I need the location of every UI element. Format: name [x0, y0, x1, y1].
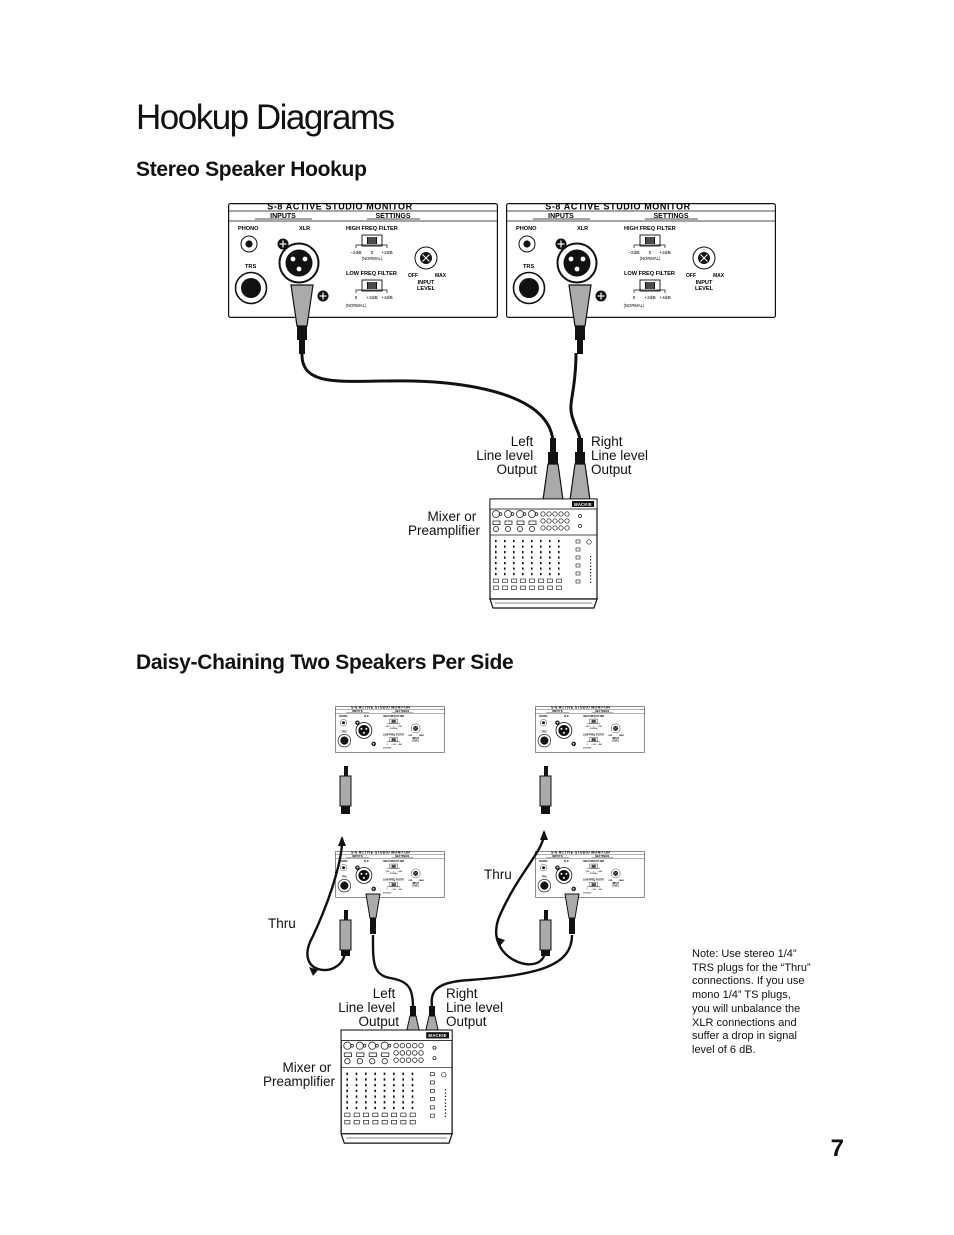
- section-title-daisy-chain: Daisy-Chaining Two Speakers Per Side: [136, 651, 514, 674]
- xlr-plug-left-monitor: [290, 284, 314, 354]
- note-line: suffer a drop in signal: [692, 1030, 797, 1043]
- cable-right: [569, 352, 582, 441]
- note-line: connections. If you use: [692, 975, 805, 988]
- note-line: Note: Use stereo 1/4”: [692, 948, 797, 960]
- monitor-left-upper: [334, 705, 446, 754]
- monitor-right-lower: [534, 850, 646, 899]
- cable-right-output: [430, 934, 574, 1009]
- monitor-right: [505, 200, 777, 319]
- mixer-stereo: [489, 498, 598, 609]
- note-line: level of 6 dB.: [692, 1043, 756, 1056]
- label-mixer-or-preamplifier: Mixer or Preamplifier: [408, 509, 481, 538]
- label-thru-right: Thru: [484, 867, 512, 882]
- section-title-stereo: Stereo Speaker Hookup: [136, 158, 367, 181]
- monitor-left-lower: [334, 850, 446, 899]
- label-thru-left: Thru: [268, 916, 296, 931]
- note-trs-plugs: Note: Use stereo 1/4” TRS plugs for the …: [692, 948, 827, 1058]
- label-right-line-level-output-2: Right Line level Output: [446, 986, 507, 1029]
- page-number: 7: [830, 1135, 844, 1162]
- plug-right-output: [569, 438, 591, 501]
- cable-left: [300, 352, 555, 441]
- monitor-left: [227, 200, 499, 319]
- label-mixer-or-preamplifier-2: Mixer or Preamplifier: [263, 1060, 336, 1089]
- label-left-line-level-output: Left Line level Output: [476, 434, 537, 477]
- mixer-daisy-chain: [340, 1029, 453, 1144]
- thru-cable-right: [495, 831, 547, 966]
- label-left-line-level-output-2: Left Line level Output: [338, 986, 399, 1029]
- note-line: mono 1/4” TS plugs,: [692, 989, 791, 1002]
- monitor-right-upper: [534, 705, 646, 754]
- note-line: you will unbalance the: [692, 1002, 801, 1015]
- plug-left-output: [542, 438, 564, 501]
- cable-left-output: [371, 934, 415, 1009]
- xlr-plug-right-monitor: [568, 284, 592, 354]
- note-line: XLR connections and: [692, 1016, 797, 1029]
- page-title: Hookup Diagrams: [136, 98, 395, 137]
- note-line: TRS plugs for the “Thru”: [692, 961, 811, 974]
- thru-cable-left: [306, 837, 347, 972]
- label-right-line-level-output: Right Line level Output: [591, 434, 652, 477]
